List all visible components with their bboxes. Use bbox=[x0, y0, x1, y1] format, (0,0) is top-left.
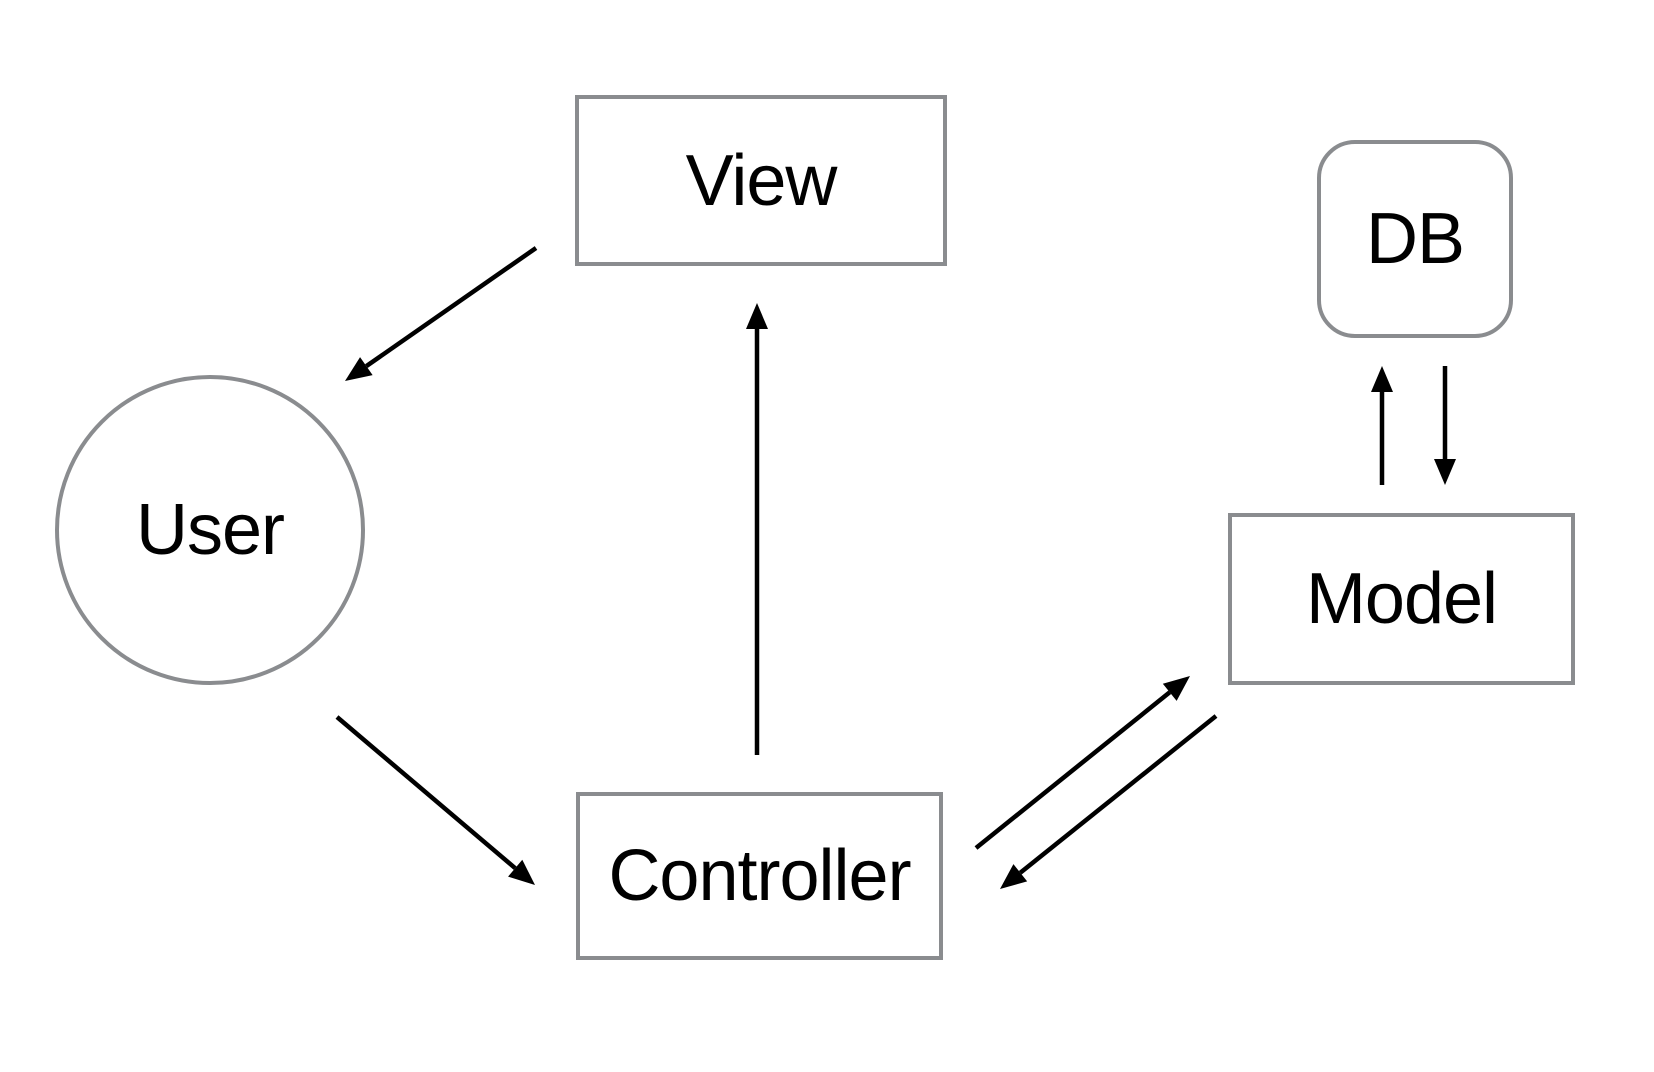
node-controller: Controller bbox=[576, 792, 943, 960]
edge-model-to-controller-line bbox=[1018, 714, 1218, 875]
edge-view-to-user-line bbox=[365, 246, 538, 368]
node-user-label: User bbox=[135, 490, 285, 570]
edge-user-to-controller-arrowhead bbox=[508, 859, 535, 885]
edge-user-to-controller-line bbox=[335, 715, 517, 870]
node-controller-label: Controller bbox=[608, 836, 911, 916]
edge-controller-to-model-arrowhead bbox=[1162, 676, 1190, 701]
edge-view-to-user-arrowhead bbox=[345, 357, 373, 381]
node-db: DB bbox=[1317, 140, 1513, 338]
node-model-label: Model bbox=[1305, 559, 1498, 639]
edge-db-to-model-arrowhead bbox=[1434, 459, 1456, 485]
node-view: View bbox=[575, 95, 947, 266]
node-model: Model bbox=[1228, 513, 1575, 685]
node-user: User bbox=[55, 375, 365, 685]
edge-model-to-db-arrowhead bbox=[1371, 366, 1393, 392]
edge-model-to-controller-arrowhead bbox=[1000, 864, 1028, 889]
edge-controller-to-view-arrowhead bbox=[746, 303, 768, 329]
node-view-label: View bbox=[685, 140, 838, 221]
node-db-label: DB bbox=[1365, 199, 1465, 279]
edge-controller-to-model-line bbox=[974, 690, 1172, 850]
